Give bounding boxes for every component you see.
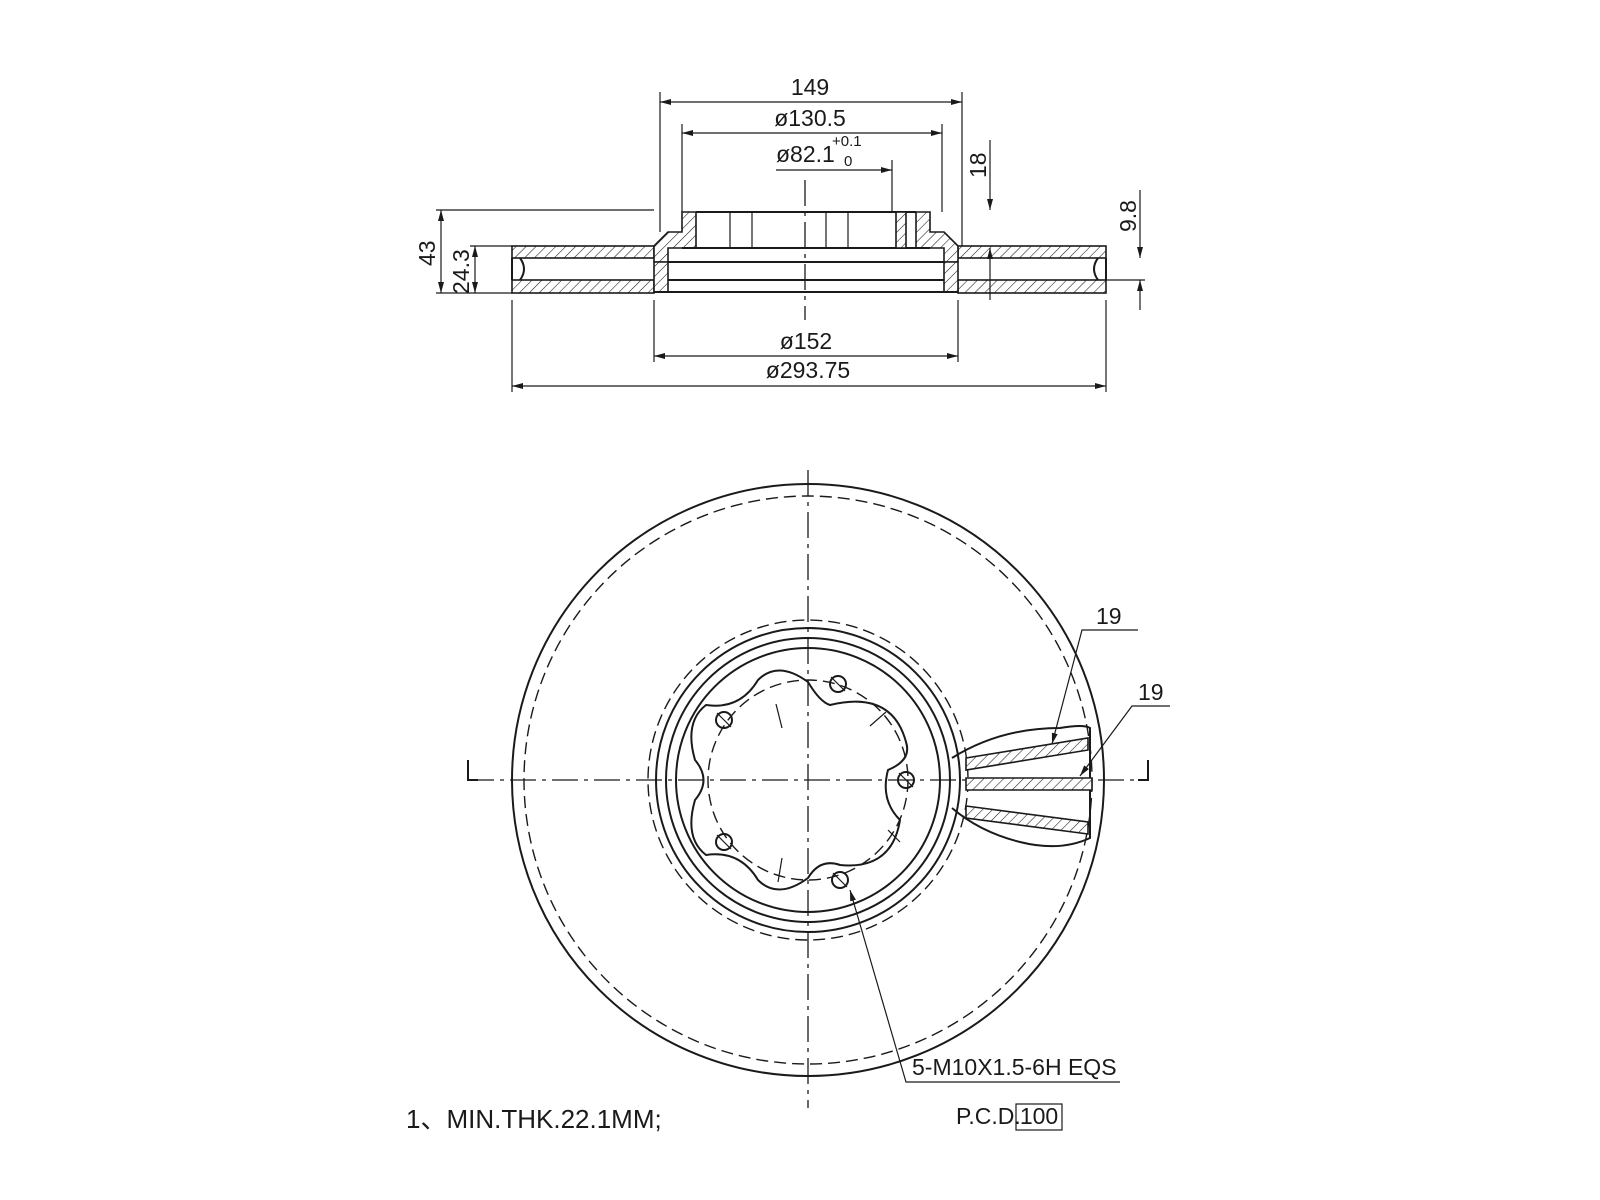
spoke-tick <box>887 829 901 843</box>
stud-hole-left-section <box>729 211 753 249</box>
stud-hole-center-section <box>825 211 849 249</box>
front-view: 19 19 5-M10X1.5-6H EQS P.C.D. 100 <box>467 470 1170 1131</box>
bolt-hole <box>829 675 847 693</box>
dim-130-5: ø130.5 <box>774 105 846 131</box>
right-upper-plate <box>957 245 1107 259</box>
dim-18: 18 <box>965 152 991 178</box>
vane-width-label-1: 19 <box>1096 603 1122 629</box>
hat-right-neck <box>943 261 959 293</box>
spoke-tick <box>869 711 887 727</box>
dim-152: ø152 <box>780 328 832 354</box>
bolt-hole <box>715 711 733 729</box>
cooling-vane <box>965 777 1093 791</box>
bolt-hole <box>897 771 915 789</box>
right-lower-plate <box>957 279 1107 294</box>
spoke-tick <box>775 703 783 729</box>
hat-left-neck <box>653 261 669 293</box>
scalloped-bore <box>690 669 909 891</box>
dim-82-1-tol-upper: +0.1 <box>832 133 862 150</box>
dim-82-1: ø82.1 <box>776 141 835 167</box>
leader-vane-2 <box>1079 705 1170 777</box>
section-view: 149 ø130.5 ø82.1 +0.1 0 18 9.8 43 24.3 ø… <box>414 74 1145 392</box>
pcd-label: P.C.D. <box>956 1103 1021 1129</box>
hat-ring-inner <box>675 647 941 913</box>
pitch-circle <box>707 679 909 881</box>
disc-outer-edge <box>511 483 1105 1077</box>
bolt-hole <box>831 871 849 889</box>
dim-293-75: ø293.75 <box>766 357 850 383</box>
min-thickness-note: 1、MIN.THK.22.1MM; <box>406 1104 662 1134</box>
vane-width-label-2: 19 <box>1138 679 1164 705</box>
hat-right-wall <box>915 211 959 263</box>
pcd-value: 100 <box>1020 1103 1058 1129</box>
dim-24-3: 24.3 <box>448 249 474 294</box>
bore-wall-section <box>895 211 907 249</box>
cooling-vane <box>965 737 1089 771</box>
spoke-tick <box>777 857 783 883</box>
dim-82-1-tol-lower: 0 <box>844 153 852 170</box>
bolt-hole <box>715 833 733 851</box>
section-mark-right <box>1138 760 1149 781</box>
left-upper-plate <box>511 245 655 259</box>
hat-ring-outer <box>665 637 951 923</box>
breakout-outline <box>951 725 1091 848</box>
pcd-box <box>1015 1103 1063 1131</box>
bolt-thread-label: 5-M10X1.5-6H EQS <box>912 1054 1117 1080</box>
cooling-vane <box>965 805 1089 835</box>
leader-vane-1 <box>1051 629 1138 745</box>
dim-9-8: 9.8 <box>1115 200 1141 232</box>
left-vent-channel <box>519 257 525 281</box>
dim-149: 149 <box>791 74 829 100</box>
friction-inner-edge <box>655 627 961 933</box>
dim-43: 43 <box>414 240 440 266</box>
leader-bolt-thread <box>849 889 1120 1083</box>
section-mark-left <box>467 760 478 781</box>
left-lower-plate <box>511 279 655 294</box>
right-vent-channel <box>1093 257 1099 281</box>
